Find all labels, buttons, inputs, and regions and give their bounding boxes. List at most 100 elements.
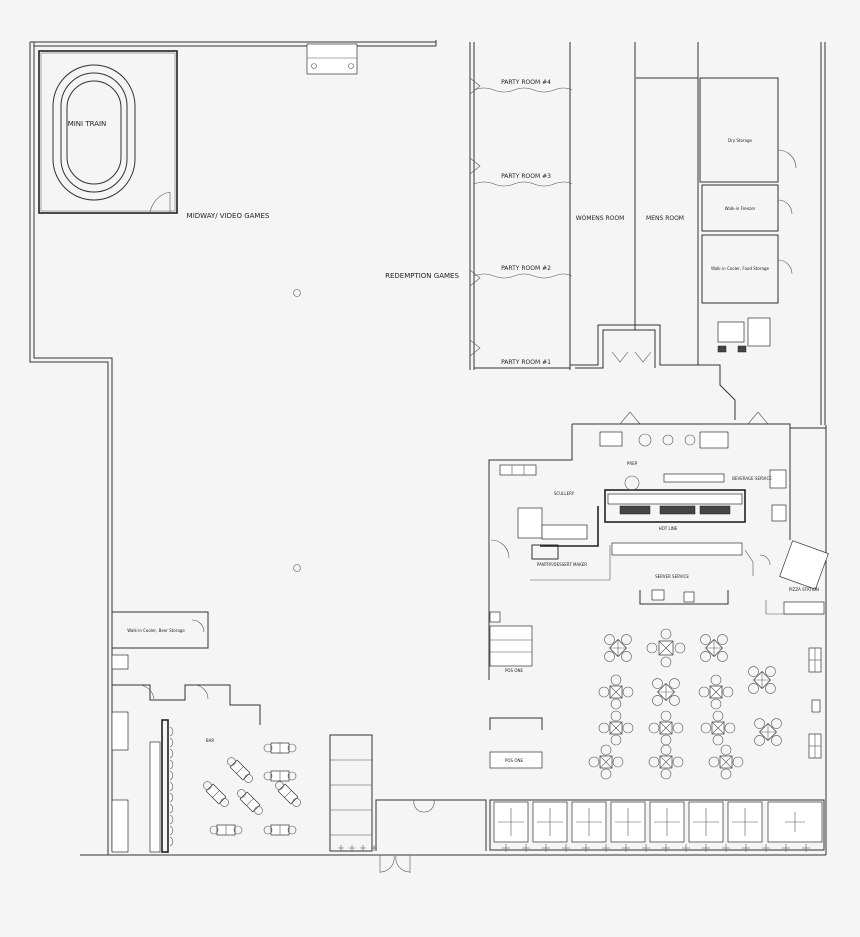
dry-storage-label: Dry Storage — [728, 138, 753, 143]
beverage-service-label: BEVERAGE SERVICE — [732, 476, 772, 481]
booth — [727, 801, 763, 843]
mens-room-label: MENS ROOM — [646, 215, 684, 222]
server-service-label: SERVER SERVICE — [655, 574, 689, 579]
side-table — [808, 733, 822, 759]
planter — [662, 844, 670, 852]
booth — [532, 801, 568, 843]
booth — [688, 801, 724, 843]
dining-table — [648, 710, 684, 746]
dining-table — [652, 678, 680, 706]
mini-train-label: MINI TRAIN — [68, 120, 107, 128]
planter — [542, 844, 550, 852]
bar-stools — [169, 726, 174, 847]
bar-stool — [169, 814, 174, 825]
planter — [502, 844, 510, 852]
bar-table — [227, 757, 253, 783]
pantry-dessert-label: PANTRY/DESSERT MAKER — [537, 562, 587, 567]
booth — [649, 801, 685, 843]
bar-stool — [169, 748, 174, 759]
dining-table — [646, 628, 686, 668]
column — [293, 564, 301, 572]
dining-table — [598, 674, 634, 710]
service-corridor — [698, 364, 736, 420]
dining-table — [748, 666, 776, 694]
bar-table — [263, 742, 297, 754]
bar-stool — [169, 759, 174, 770]
dining-table — [648, 744, 684, 780]
hot-line-label: HOT LINE — [659, 526, 678, 531]
scullery-label: SCULLERY — [554, 491, 575, 496]
storage-block: Dry Storage Walk-in Freezer Walk-in Cool… — [699, 77, 797, 353]
bar-booths — [329, 734, 373, 852]
bar-stool — [169, 726, 174, 737]
dining-tables — [588, 628, 822, 780]
bar-stool — [169, 803, 174, 814]
bar-stool — [169, 836, 174, 847]
svg-text:PIZZA STATION: PIZZA STATION — [789, 587, 819, 592]
bar-stool — [169, 737, 174, 748]
planter — [802, 844, 810, 852]
bar-stool — [169, 792, 174, 803]
planter — [702, 844, 710, 852]
booth-row — [489, 799, 825, 852]
party-room-2-label: PARTY ROOM #2 — [501, 265, 551, 272]
bar-label: BAR — [206, 738, 214, 743]
dining-table — [698, 674, 734, 710]
walk-in-cooler-food-label: Walk-in Cooler, Food Storage — [711, 266, 769, 271]
bar-tables — [203, 742, 377, 851]
top-entry — [306, 43, 358, 75]
planter — [602, 844, 610, 852]
planter — [742, 844, 750, 852]
booth — [610, 801, 646, 843]
womens-room-label: WOMENS ROOM — [576, 215, 625, 222]
booth — [493, 801, 529, 843]
dining-table — [708, 744, 744, 780]
planter — [622, 844, 630, 852]
bar-stool — [169, 770, 174, 781]
column — [293, 289, 301, 297]
walk-in-freezer-label: Walk-in Freezer — [725, 206, 756, 211]
planter — [360, 845, 366, 851]
bar-table — [237, 789, 263, 815]
planter — [682, 844, 690, 852]
bar-table — [275, 781, 301, 807]
planter — [782, 844, 790, 852]
dining-table — [588, 744, 624, 780]
planter — [642, 844, 650, 852]
redemption-label: REDEMPTION GAMES — [385, 272, 459, 280]
bar-area: Walk-in Cooler, Beer Storage BAR — [111, 611, 261, 853]
walk-in-cooler-beer-label: Walk-in Cooler, Beer Storage — [127, 628, 185, 633]
restroom-corridor — [570, 324, 698, 369]
side-table — [811, 699, 821, 713]
dining-table — [754, 718, 782, 746]
party-room-1-label: PARTY ROOM #1 — [501, 359, 551, 366]
planter — [338, 845, 344, 851]
pos-one-b-label: POS ONE — [505, 758, 524, 763]
planter — [562, 844, 570, 852]
server-counter — [639, 590, 729, 605]
bar-table — [263, 824, 297, 836]
bar-table — [209, 824, 243, 836]
dining-table — [598, 710, 634, 746]
dining-table — [700, 710, 736, 746]
planter — [722, 844, 730, 852]
bar-stool — [169, 825, 174, 836]
main-entry — [375, 799, 487, 873]
pos-counters: POS ONE POS ONE — [489, 611, 543, 769]
bar-table — [263, 770, 297, 782]
pizza-station: PIZZA STATION — [765, 540, 829, 615]
booth — [571, 801, 607, 843]
prep-label: PREP — [627, 461, 638, 466]
dining-table — [604, 634, 632, 662]
mini-train-room: MINI TRAIN — [38, 50, 178, 214]
party-room-3-label: PARTY ROOM #3 — [501, 173, 551, 180]
planter — [522, 844, 530, 852]
bar-table — [203, 781, 229, 807]
party-room-4-label: PARTY ROOM #4 — [501, 79, 551, 86]
planter — [582, 844, 590, 852]
planter — [762, 844, 770, 852]
dining-table — [700, 634, 728, 662]
kitchen: PREP SCULLERY BEVERAGE SERVICE HOT LINE … — [488, 411, 826, 680]
midway-label: MIDWAY/ VIDEO GAMES — [187, 212, 270, 220]
